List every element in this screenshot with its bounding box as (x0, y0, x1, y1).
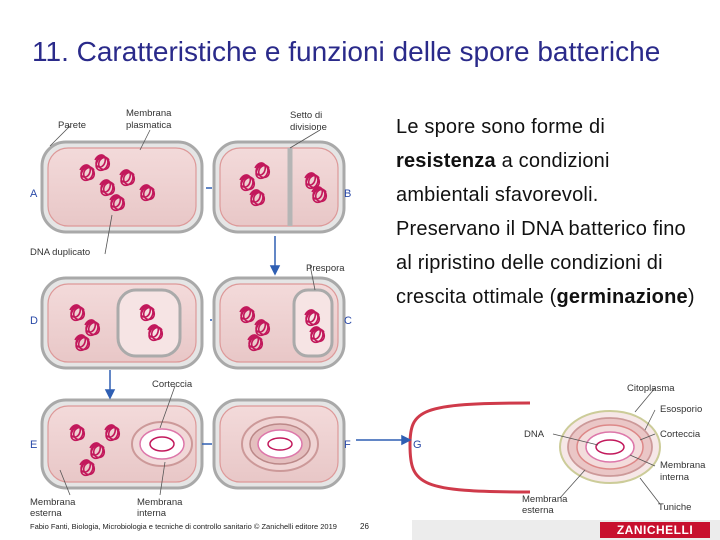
label-parete: Parete (58, 120, 86, 131)
label-corteccia: Corteccia (152, 379, 193, 390)
label-membrana-interna-g2: interna (660, 472, 690, 483)
term-germinazione: germinazione (556, 286, 688, 308)
arrows (104, 187, 412, 446)
publisher-logo: ZANICHELLI (600, 522, 710, 538)
label-membrana-interna-2: interna (137, 508, 167, 519)
label-membrana-plasmatica-1: Membrana (126, 108, 172, 119)
cell-e (40, 398, 204, 490)
text-part-2: a condizioni ambientali sfavorevoli. Pre… (396, 150, 686, 308)
cell-g-spore (408, 401, 661, 494)
cell-d (40, 276, 204, 370)
footer-credit: Fabio Fanti, Biologia, Microbiologia e t… (30, 522, 337, 531)
label-dna: DNA (524, 429, 545, 440)
letter-b: B (344, 188, 351, 200)
text-part-1: Le spore sono forme di (396, 116, 605, 138)
label-membrana-interna-g1: Membrana (660, 460, 706, 471)
term-resistenza: resistenza (396, 150, 496, 172)
letter-a: A (30, 188, 38, 200)
label-membrana-esterna-1: Membrana (30, 497, 76, 508)
cell-c (212, 276, 346, 370)
cell-a (40, 140, 204, 234)
label-corteccia-g: Corteccia (660, 429, 701, 440)
cell-b (212, 140, 346, 234)
letter-d: D (30, 315, 38, 327)
label-setto-1: Setto di (290, 110, 322, 121)
label-tuniche: Tuniche (658, 502, 691, 513)
label-setto-2: divisione (290, 122, 327, 133)
letter-g: G (413, 439, 422, 451)
letter-f: F (344, 439, 351, 451)
label-dna-duplicato: DNA duplicato (30, 247, 90, 258)
label-membrana-interna-1: Membrana (137, 497, 183, 508)
cell-f (212, 398, 346, 490)
label-membrana-esterna-2: esterna (30, 508, 62, 519)
label-citoplasma: Citoplasma (627, 383, 675, 394)
label-membrana-esterna-g1: Membrana (522, 494, 568, 505)
leader-lines (49, 125, 661, 505)
text-part-3: ) (687, 286, 695, 308)
page-number: 26 (360, 522, 369, 531)
slide-title: 11. Caratteristiche e funzioni delle spo… (32, 36, 661, 67)
label-membrana-esterna-g2: esterna (522, 505, 554, 516)
label-esosporio: Esosporio (660, 404, 702, 415)
letter-c: C (344, 315, 352, 327)
slide-body-text: Le spore sono forme di resistenza a cond… (396, 110, 706, 314)
label-membrana-plasmatica-2: plasmatica (126, 120, 172, 131)
label-prespora: Prespora (306, 263, 345, 274)
letter-e: E (30, 439, 37, 451)
sporulation-diagram: Parete Membrana plasmatica Setto di divi… (30, 108, 706, 519)
